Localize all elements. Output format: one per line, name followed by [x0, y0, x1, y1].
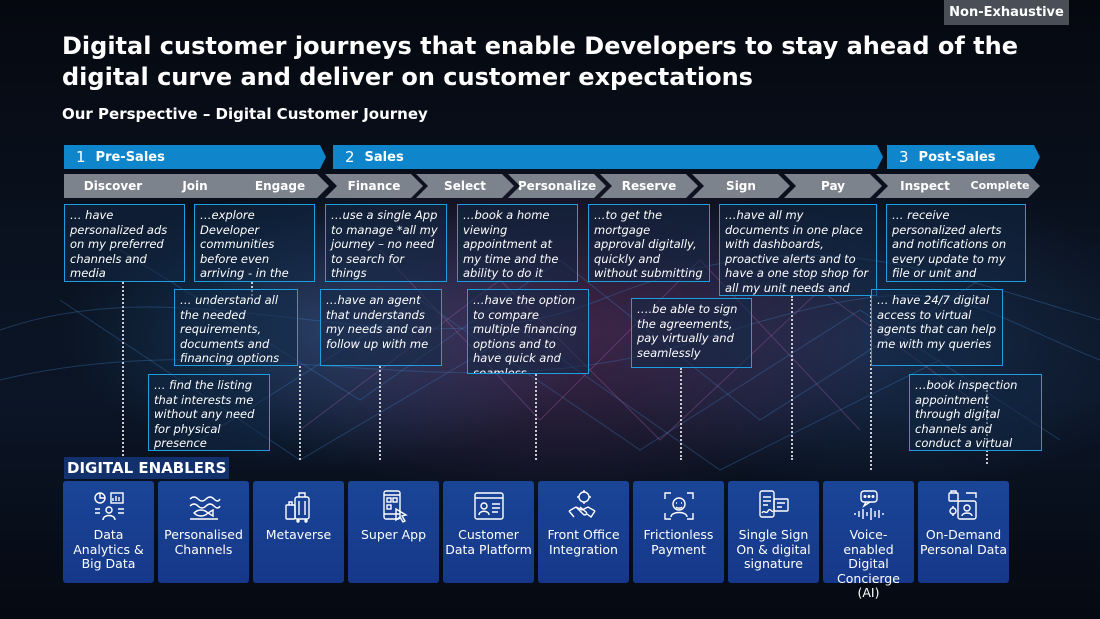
connector-dots — [535, 374, 537, 460]
phase-label: Sales — [364, 149, 404, 165]
phase-pre-sales: 1 Pre-Sales — [64, 145, 326, 169]
connector-dots — [870, 296, 872, 470]
enabler-label: Customer Data Platform — [445, 527, 532, 557]
step-join: Join — [146, 174, 244, 198]
journey-box-financing: …have the option to compare multiple fin… — [467, 289, 589, 374]
enabler-customer-data-platform: Customer Data Platform — [443, 481, 534, 583]
enabler-voice-concierge: Voice-enabled Digital Concierge (AI) — [823, 481, 914, 600]
journey-box-single-app: …use a single App to manage *all my jour… — [325, 204, 447, 282]
step-reserve: Reserve — [600, 174, 698, 198]
journey-box-viewing: …book a home viewing appointment at my t… — [457, 204, 578, 282]
enabler-label: Metaverse — [265, 527, 332, 542]
step-personalize: Personalize — [508, 174, 606, 198]
step-pay: Pay — [784, 174, 882, 198]
enabler-super-app: Super App — [348, 481, 439, 583]
enabler-label: Single Sign On & digital signature — [736, 527, 811, 572]
digital-enablers-heading: DIGITAL ENABLERS — [64, 457, 230, 479]
enabler-label: On-Demand Personal Data — [920, 527, 1007, 557]
phase-sales: 2 Sales — [333, 145, 883, 169]
journey-box-requirements: … understand all the needed requirements… — [174, 289, 298, 366]
phase-label: Post-Sales — [918, 149, 996, 165]
step-discover: Discover — [64, 174, 162, 198]
journey-box-listing: … find the listing that interests me wit… — [148, 374, 270, 451]
step-inspect: Inspect — [876, 174, 974, 198]
enabler-metaverse: Metaverse — [253, 481, 344, 583]
journey-box-inspection: …book inspection appointment through dig… — [909, 374, 1042, 451]
enabler-label: Super App — [360, 527, 426, 542]
enabler-label: Voice-enabled Digital Concierge (AI) — [837, 527, 900, 601]
connector-dots — [299, 366, 301, 460]
phase-number: 1 — [76, 148, 86, 166]
enabler-personalised-channels: Personalised Channels — [158, 481, 249, 583]
channels-icon — [189, 496, 221, 520]
enabler-label: Front Office Integration — [547, 527, 620, 557]
connector-dots — [379, 366, 381, 460]
journey-box-alerts: … receive personalized alerts and notifi… — [886, 204, 1026, 282]
enabler-front-office-integration: Front Office Integration — [538, 481, 629, 583]
step-sign: Sign — [692, 174, 790, 198]
journey-box-sign: ….be able to sign the agreements, pay vi… — [631, 298, 752, 368]
journey-box-mortgage: …to get the mortgage approval digitally,… — [588, 204, 710, 282]
non-exhaustive-badge: Non-Exhaustive — [944, 0, 1069, 25]
signature-icon — [759, 490, 789, 518]
journey-box-documents: …have all my documents in one place with… — [719, 204, 877, 296]
enabler-frictionless-payment: Frictionless Payment — [633, 481, 724, 583]
connector-dots — [680, 368, 682, 460]
journey-box-agent: …have an agent that understands my needs… — [320, 289, 442, 366]
phase-post-sales: 3 Post-Sales — [887, 145, 1040, 169]
phase-number: 2 — [345, 148, 355, 166]
customer-data-icon — [474, 492, 504, 520]
journey-box-discover: … have personalized ads on my preferred … — [64, 204, 185, 282]
handshake-icon — [568, 490, 596, 519]
mobile-app-icon — [383, 490, 408, 523]
page-subtitle: Our Perspective – Digital Customer Journ… — [62, 105, 428, 123]
step-engage: Engage — [231, 174, 329, 198]
step-finance: Finance — [325, 174, 423, 198]
step-select: Select — [416, 174, 514, 198]
journey-box-engage: …explore Developer communities before ev… — [194, 204, 315, 282]
luggage-icon — [285, 492, 310, 523]
connector-dots — [791, 296, 793, 460]
phase-number: 3 — [899, 148, 909, 166]
face-id-icon — [664, 492, 694, 520]
enabler-on-demand-personal-data: On-Demand Personal Data — [918, 481, 1009, 583]
page-title: Digital customer journeys that enable De… — [62, 32, 1019, 91]
enabler-single-sign-on: Single Sign On & digital signature — [728, 481, 819, 583]
analytics-icon — [94, 492, 124, 521]
step-complete: Complete — [956, 174, 1040, 198]
journey-box-virtual-agents: … have 24/7 digital access to virtual ag… — [871, 289, 1003, 366]
personal-data-icon — [948, 490, 977, 520]
voice-chat-icon — [854, 490, 884, 520]
enabler-label: Personalised Channels — [164, 527, 243, 557]
phase-label: Pre-Sales — [95, 149, 165, 165]
enabler-label: Data Analytics & Big Data — [73, 527, 144, 572]
enabler-label: Frictionless Payment — [643, 527, 714, 557]
connector-dots — [122, 282, 124, 460]
enabler-data-analytics: Data Analytics & Big Data — [63, 481, 154, 583]
